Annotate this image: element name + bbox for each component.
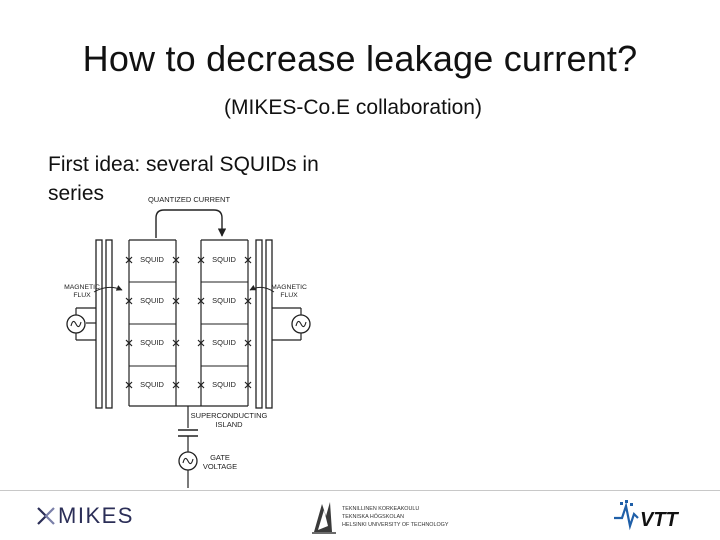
vtt-logo: VTT bbox=[614, 500, 680, 531]
magnetic-flux-left-label-1: MAGNETIC bbox=[64, 284, 100, 291]
gate-wave bbox=[182, 457, 194, 465]
right-ac-wave bbox=[295, 320, 307, 328]
island-label-2: ISLAND bbox=[215, 420, 243, 429]
squid-label: SQUID bbox=[212, 338, 236, 347]
quantized-current-arrow bbox=[155, 209, 227, 238]
body-line-2: series bbox=[48, 182, 105, 205]
magnetic-flux-right-label-1: MAGNETIC bbox=[271, 284, 307, 291]
island-label-1: SUPERCONDUCTING bbox=[191, 411, 268, 420]
magnetic-flux-right-label-2: FLUX bbox=[280, 292, 298, 299]
squid-label: SQUID bbox=[212, 380, 236, 389]
body-text: First idea: several SQUIDs in series bbox=[48, 150, 388, 208]
quantized-current-label: QUANTIZED CURRENT bbox=[148, 195, 231, 204]
squid-label: SQUID bbox=[140, 296, 164, 305]
squid-label: SQUID bbox=[212, 255, 236, 264]
university-line-1: TEKNILLINEN KORKEAKOULU bbox=[342, 506, 419, 512]
university-emblem-icon bbox=[312, 502, 336, 534]
mikes-logo-icon bbox=[37, 507, 55, 525]
junction-marks bbox=[125, 256, 252, 389]
squid-label: SQUID bbox=[140, 338, 164, 347]
university-logo: TEKNILLINEN KORKEAKOULU TEKNISKA HÖGSKOL… bbox=[312, 502, 449, 534]
left-flux-inner-bar bbox=[105, 239, 113, 409]
squid-series-diagram: QUANTIZED CURRENT MAGNETIC FLUX MAGNETIC… bbox=[64, 195, 311, 488]
left-ac-wave bbox=[70, 320, 82, 328]
left-flux-outer-bar bbox=[95, 239, 103, 409]
university-line-3: HELSINKI UNIVERSITY OF TECHNOLOGY bbox=[342, 522, 449, 528]
slide-subtitle: (MIKES-Co.E collaboration) bbox=[224, 96, 482, 119]
slide-title: How to decrease leakage current? bbox=[82, 38, 638, 79]
vtt-logo-text: VTT bbox=[640, 509, 680, 531]
right-flux-outer-bar bbox=[265, 239, 273, 409]
right-flux-arrow bbox=[249, 284, 275, 293]
footer-divider bbox=[0, 490, 720, 491]
left-flux-arrow bbox=[93, 285, 123, 293]
gate-voltage-label-2: VOLTAGE bbox=[203, 462, 237, 471]
magnetic-flux-left-label-2: FLUX bbox=[73, 292, 91, 299]
vtt-symbol-icon bbox=[614, 500, 639, 531]
squid-label: SQUID bbox=[140, 255, 164, 264]
mikes-logo-text: MIKES bbox=[58, 503, 134, 528]
right-flux-inner-bar bbox=[255, 239, 263, 409]
body-line-1: First idea: several SQUIDs in bbox=[48, 153, 319, 176]
squid-label: SQUID bbox=[212, 296, 236, 305]
gate-voltage-label-1: GATE bbox=[210, 453, 230, 462]
squid-label: SQUID bbox=[140, 380, 164, 389]
university-line-2: TEKNISKA HÖGSKOLAN bbox=[342, 513, 404, 520]
